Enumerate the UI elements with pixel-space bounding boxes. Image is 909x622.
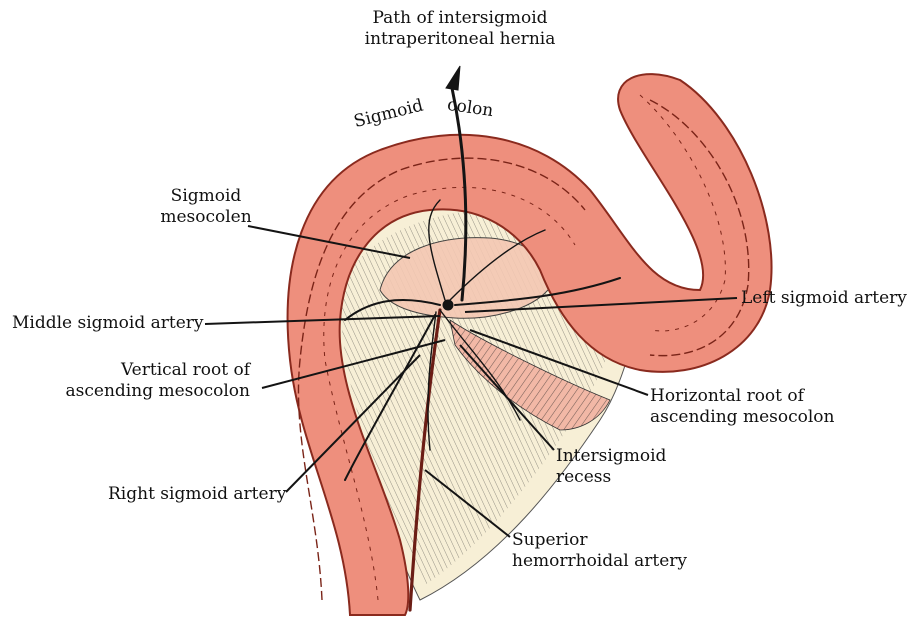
label-middle-sigmoid-artery: Middle sigmoid artery: [12, 313, 204, 334]
label-superior-hemorrhoidal-line1: Superior: [512, 530, 687, 551]
hernia-path-arrow: [446, 66, 460, 90]
label-superior-hemorrhoidal-line2: hemorrhoidal artery: [512, 551, 687, 572]
label-hernia-path-line1: Path of intersigmoid: [350, 8, 570, 29]
label-hernia-path: Path of intersigmoid intraperitoneal her…: [350, 8, 570, 50]
label-superior-hemorrhoidal-artery: Superior hemorrhoidal artery: [512, 530, 687, 572]
label-horizontal-root: Horizontal root of ascending mesocolon: [650, 386, 834, 428]
label-intersigmoid-recess: Intersigmoid recess: [556, 446, 666, 488]
label-sigmoid-mesocolon: Sigmoid mesocolen: [158, 186, 254, 228]
label-horizontal-root-line1: Horizontal root of: [650, 386, 834, 407]
label-horizontal-root-line2: ascending mesocolon: [650, 407, 834, 428]
label-vertical-root-line1: Vertical root of: [50, 360, 250, 381]
label-right-sigmoid-artery: Right sigmoid artery: [108, 484, 286, 505]
label-intersigmoid-recess-line1: Intersigmoid: [556, 446, 666, 467]
label-hernia-path-line2: intraperitoneal hernia: [350, 29, 570, 50]
label-mesocolon-line2: mesocolen: [158, 207, 254, 228]
label-intersigmoid-recess-line2: recess: [556, 467, 666, 488]
label-left-sigmoid-artery: Left sigmoid artery: [741, 288, 907, 309]
vessel-hub: [443, 300, 453, 310]
label-vertical-root: Vertical root of ascending mesocolon: [50, 360, 250, 402]
label-vertical-root-line2: ascending mesocolon: [50, 381, 250, 402]
label-mesocolon-line1: Sigmoid: [158, 186, 254, 207]
